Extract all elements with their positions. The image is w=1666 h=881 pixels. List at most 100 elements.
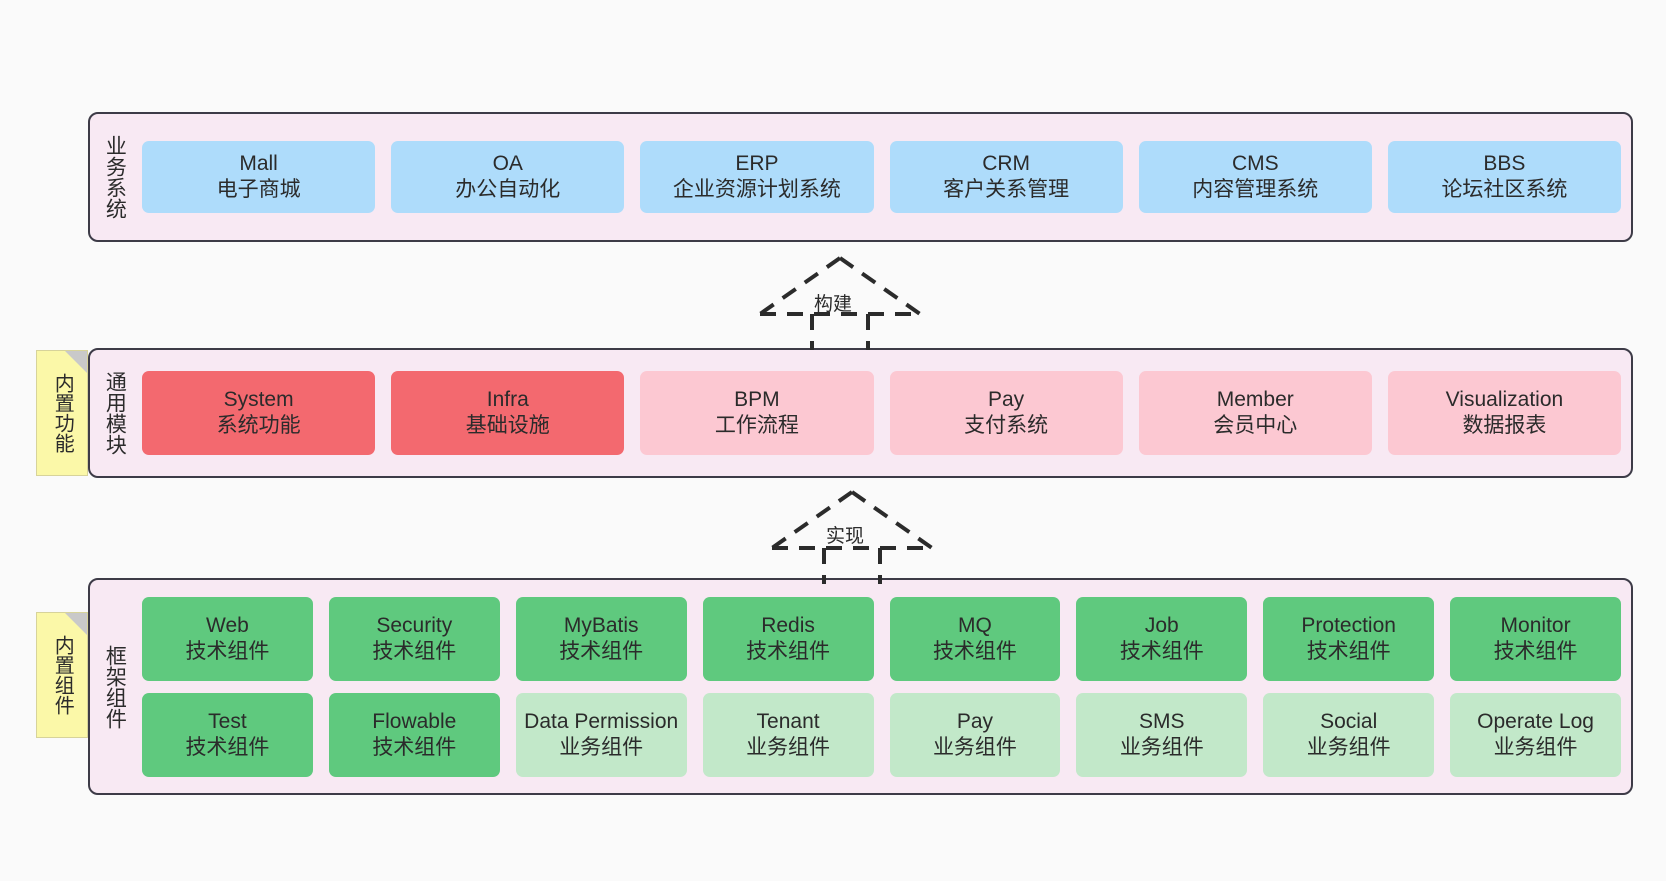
card-subtitle: 数据报表 bbox=[1462, 414, 1547, 437]
card-subtitle: 业务组件 bbox=[1119, 735, 1204, 759]
card-title: Security bbox=[376, 613, 453, 637]
card-title: SMS bbox=[1139, 709, 1185, 733]
card-subtitle: 办公自动化 bbox=[455, 178, 561, 201]
card-title: Test bbox=[208, 709, 247, 733]
card-title: BPM bbox=[734, 388, 780, 412]
card-title: System bbox=[223, 388, 294, 412]
card-subtitle: 电子商城 bbox=[216, 178, 301, 201]
card-subtitle: 技术组件 bbox=[559, 639, 644, 663]
card-title: ERP bbox=[735, 152, 779, 176]
card-subtitle: 企业资源计划系统 bbox=[672, 178, 841, 201]
card-title: Social bbox=[1320, 709, 1378, 733]
card-title: Visualization bbox=[1445, 388, 1564, 412]
card-subtitle: 系统功能 bbox=[216, 414, 301, 437]
card-title: Member bbox=[1216, 388, 1294, 412]
card-subtitle: 基础设施 bbox=[465, 414, 550, 437]
card-subtitle: 技术组件 bbox=[185, 639, 270, 663]
card-title: MQ bbox=[958, 613, 992, 637]
sticky-note-builtin-function: 内置功能 bbox=[36, 350, 88, 476]
card-title: Web bbox=[206, 613, 249, 637]
card-subtitle: 技术组件 bbox=[746, 639, 831, 663]
card-title: Protection bbox=[1301, 613, 1396, 637]
connector-label-realize: 实现 bbox=[826, 526, 865, 547]
card-title: Monitor bbox=[1500, 613, 1571, 637]
card-title: CMS bbox=[1231, 152, 1279, 176]
card-title: Pay bbox=[956, 709, 994, 733]
card-subtitle: 业务组件 bbox=[746, 735, 831, 759]
card-title: CRM bbox=[982, 152, 1031, 176]
card-title: Data Permission bbox=[524, 709, 679, 733]
card-title: MyBatis bbox=[563, 613, 639, 637]
card-title: Job bbox=[1144, 613, 1179, 637]
card-subtitle: 业务组件 bbox=[559, 735, 644, 759]
card-subtitle: 业务组件 bbox=[1306, 735, 1391, 759]
card-title: OA bbox=[492, 152, 523, 176]
connector-label-build: 构建 bbox=[814, 294, 853, 315]
card-subtitle: 业务组件 bbox=[932, 735, 1017, 759]
card-title: BBS bbox=[1483, 152, 1526, 176]
layer-title-business: 业务系统 bbox=[103, 135, 127, 219]
card-subtitle: 业务组件 bbox=[1493, 735, 1578, 759]
card-subtitle: 客户关系管理 bbox=[943, 178, 1070, 201]
card-subtitle: 技术组件 bbox=[185, 735, 270, 759]
card-subtitle: 技术组件 bbox=[1306, 639, 1391, 663]
card-subtitle: 论坛社区系统 bbox=[1441, 178, 1568, 201]
card-title: Operate Log bbox=[1477, 709, 1594, 733]
card-subtitle: 支付系统 bbox=[964, 414, 1049, 437]
card-title: Infra bbox=[486, 388, 529, 412]
layer-title-common: 通用模块 bbox=[103, 371, 127, 455]
layer-title-framework: 框架组件 bbox=[103, 644, 127, 729]
card-subtitle: 会员中心 bbox=[1213, 414, 1298, 437]
card-title: Redis bbox=[761, 613, 815, 637]
card-subtitle: 技术组件 bbox=[372, 639, 457, 663]
card-subtitle: 技术组件 bbox=[1119, 639, 1204, 663]
card-title: Mall bbox=[239, 152, 278, 176]
card-subtitle: 技术组件 bbox=[372, 735, 457, 759]
card-subtitle: 内容管理系统 bbox=[1192, 178, 1319, 201]
card-subtitle: 技术组件 bbox=[932, 639, 1017, 663]
card-subtitle: 技术组件 bbox=[1493, 639, 1578, 663]
card-title: Pay bbox=[988, 388, 1025, 412]
card-title: Flowable bbox=[372, 709, 457, 733]
card-title: Tenant bbox=[756, 709, 820, 733]
